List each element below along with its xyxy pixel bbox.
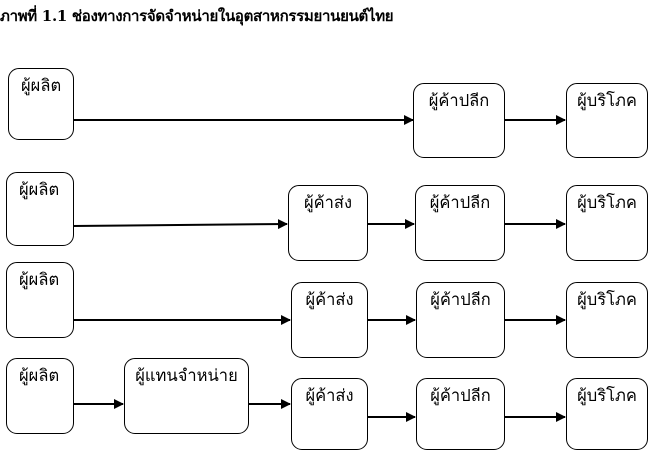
r2-producer-box: ผู้ผลิต <box>6 172 74 246</box>
r4-consumer-box: ผู้บริโภค <box>566 378 648 450</box>
r4-producer-box: ผู้ผลิต <box>6 358 74 434</box>
r1-producer-box: ผู้ผลิต <box>8 68 74 140</box>
r1-consumer-box: ผู้บริโภค <box>566 83 648 158</box>
r2-retailer-box: ผู้ค้าปลีก <box>415 185 505 261</box>
r2-wholesaler-box: ผู้ค้าส่ง <box>288 185 368 261</box>
r3-wholesaler-box: ผู้ค้าส่ง <box>291 282 368 358</box>
r4-wholesaler-box: ผู้ค้าส่ง <box>291 378 368 450</box>
figure-title: ภาพที่ 1.1 ช่องทางการจัดจำหน่ายในอุตสาหก… <box>0 7 394 25</box>
r3-retailer-box: ผู้ค้าปลีก <box>416 282 505 358</box>
r4-retailer-box: ผู้ค้าปลีก <box>416 378 505 450</box>
r4-agent-box: ผู้แทนจำหน่าย <box>124 358 249 434</box>
r3-producer-box: ผู้ผลิต <box>6 262 74 338</box>
r1-retailer-box: ผู้ค้าปลีก <box>413 83 505 158</box>
arrow-r2-producer-wholesaler <box>72 219 288 230</box>
r3-consumer-box: ผู้บริโภค <box>566 282 648 358</box>
r2-consumer-box: ผู้บริโภค <box>566 185 648 261</box>
